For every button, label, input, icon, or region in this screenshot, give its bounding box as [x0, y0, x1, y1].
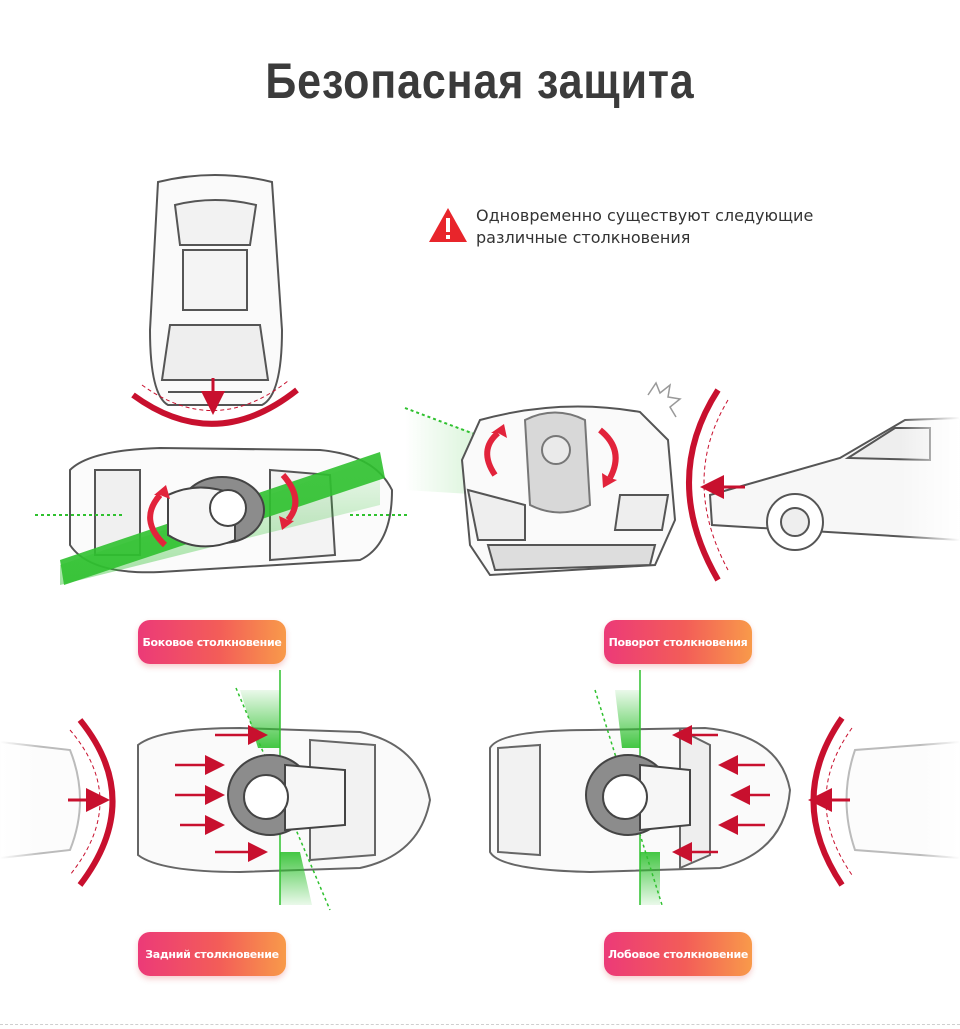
front-collision-label: Лобовое столкновение: [604, 932, 752, 976]
crash-star-icon: [647, 381, 682, 418]
child-seat-front-2: [585, 754, 691, 836]
impacting-car-side: [708, 416, 960, 551]
side-car-body: [69, 446, 394, 574]
side-collision-label: Боковое столкновение: [138, 620, 286, 664]
front-car-body: [460, 405, 677, 577]
rotation-arrow-right: [280, 473, 299, 522]
green-protection-bottom-2: [640, 852, 660, 905]
rotation-arrow-left-2: [484, 430, 501, 477]
rotation-arrow-right-2: [598, 427, 619, 480]
page-title: Безопасная защита: [265, 53, 695, 109]
impact-arc-top: [131, 387, 299, 427]
impacting-car-top: [148, 174, 284, 406]
rotation-collision-label: Поворот столкновения: [604, 620, 752, 664]
green-protection-top-2: [615, 690, 640, 748]
rotation-arrow-left: [147, 493, 168, 548]
rear-impacting-car: [0, 740, 81, 860]
rear-car-body: [137, 726, 432, 874]
rear-collision-label: Задний столкновение: [138, 932, 286, 976]
impact-arc-right: [686, 388, 721, 582]
impact-arc-front: [810, 716, 845, 887]
front-impacting-car: [845, 740, 960, 860]
footer-divider: [0, 1024, 960, 1025]
front-collision-car-body: [489, 726, 792, 874]
warning-text: Одновременно существуют следующие различ…: [476, 206, 814, 247]
child-seat-front: [523, 411, 592, 514]
child-seat-rear: [227, 754, 346, 836]
child-seat-side: [167, 476, 265, 548]
warning-triangle-icon: [429, 208, 467, 242]
green-protection-bottom: [280, 852, 312, 905]
green-protection-band: [60, 452, 385, 585]
impact-arc-rear: [77, 718, 116, 887]
green-protection-top: [240, 690, 280, 748]
